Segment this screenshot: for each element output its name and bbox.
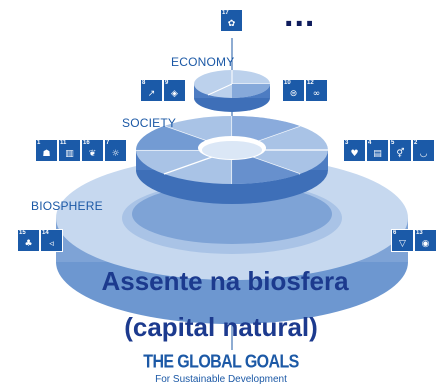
fish-icon: ◃ (49, 239, 54, 249)
tree-icon: ♣ (24, 239, 33, 249)
sdg-tile-15: 15 ♣ (18, 230, 39, 251)
city-icon: ▥ (65, 149, 74, 159)
global-goals-title: THE GLOBAL GOALS (143, 352, 299, 373)
overlay-line-2: (capital natural) (124, 312, 318, 342)
water-glass-icon: ▽ (399, 239, 406, 249)
sdg-tile-16: 16 ❦ (82, 140, 103, 161)
cubes-icon: ◈ (171, 89, 178, 99)
sdg-tile-12: 12 ∞ (306, 80, 327, 101)
biosphere-label: BIOSPHERE (31, 199, 103, 213)
sdg-tile-8: 8 ↗ (141, 80, 162, 101)
growth-chart-icon: ↗ (147, 89, 156, 99)
society-label: SOCIETY (122, 116, 177, 130)
sdg-tile-6: 6 ▽ (392, 230, 413, 251)
bowl-icon: ◡ (419, 149, 428, 159)
gender-icon: ⚥ (396, 149, 405, 159)
heartbeat-icon: ♥ (350, 149, 359, 159)
global-goals-subtitle: For Sustainable Development (155, 374, 287, 385)
flower-icon: ✿ (227, 19, 236, 29)
sun-icon: ☼ (111, 149, 120, 159)
sdg-tile-2: 2 ◡ (413, 140, 434, 161)
sdg-tile-11: 11 ▥ (59, 140, 80, 161)
book-icon: ▤ (373, 149, 382, 159)
sdg-tile-17: 17 ✿ (221, 10, 242, 31)
economy-label: ECONOMY (171, 55, 235, 69)
sdg-tile-3: 3 ♥ (344, 140, 365, 161)
sdg-tile-13: 13 ◉ (415, 230, 436, 251)
sdg-tile-5: 5 ⚥ (390, 140, 411, 161)
family-icon: ☗ (42, 149, 51, 159)
eye-globe-icon: ◉ (421, 239, 430, 249)
equal-icon: ⊜ (289, 89, 298, 99)
sdg-tile-9: 9 ◈ (164, 80, 185, 101)
sdg-tile-1: 1 ☗ (36, 140, 57, 161)
sdg-tile-10: 10 ⊜ (283, 80, 304, 101)
sdg-tile-14: 14 ◃ (41, 230, 62, 251)
dove-icon: ❦ (88, 149, 97, 159)
infinity-icon: ∞ (312, 89, 321, 99)
sdg-tile-7: 7 ☼ (105, 140, 126, 161)
sdg-tile-4: 4 ▤ (367, 140, 388, 161)
overlay-line-1: Assente na biosfera (101, 266, 349, 296)
title-ellipsis: ... (284, 0, 316, 34)
